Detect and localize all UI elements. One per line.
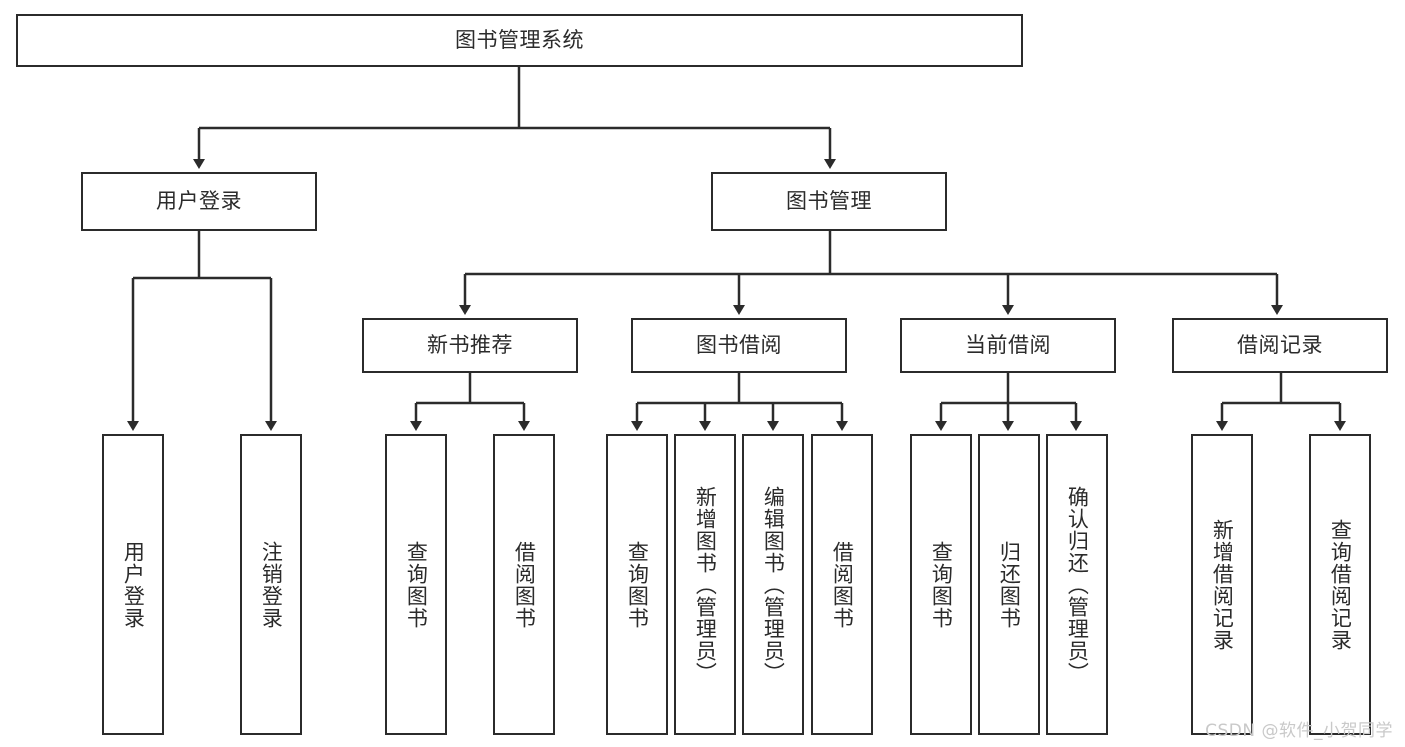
node-leaf-borrow-book-2-label: 借阅图书 xyxy=(830,540,855,629)
node-current-borrow-label: 当前借阅 xyxy=(965,333,1051,358)
node-book-borrow[interactable]: 图书借阅 xyxy=(631,318,847,373)
node-leaf-query-record[interactable]: 查询借阅记录 xyxy=(1309,434,1371,735)
node-leaf-logout-login[interactable]: 注销登录 xyxy=(240,434,302,735)
node-leaf-add-record[interactable]: 新增借阅记录 xyxy=(1191,434,1253,735)
node-leaf-query-book-1[interactable]: 查询图书 xyxy=(385,434,447,735)
node-book-manage[interactable]: 图书管理 xyxy=(711,172,947,231)
node-leaf-edit-book[interactable]: 编辑图书（管理员） xyxy=(742,434,804,735)
node-leaf-logout-login-label: 注销登录 xyxy=(259,540,284,629)
node-leaf-return-book[interactable]: 归还图书 xyxy=(978,434,1040,735)
node-leaf-query-book-3-label: 查询图书 xyxy=(929,540,954,629)
node-leaf-add-record-label: 新增借阅记录 xyxy=(1210,518,1235,651)
node-leaf-confirm-return[interactable]: 确认归还（管理员） xyxy=(1046,434,1108,735)
node-root[interactable]: 图书管理系统 xyxy=(16,14,1023,67)
node-book-manage-label: 图书管理 xyxy=(786,189,872,214)
node-leaf-query-record-label: 查询借阅记录 xyxy=(1328,518,1353,651)
node-book-borrow-label: 图书借阅 xyxy=(696,333,782,358)
watermark: CSDN @软件_小贺同学 xyxy=(1205,721,1393,741)
node-leaf-return-book-label: 归还图书 xyxy=(997,540,1022,629)
node-leaf-query-book-2-label: 查询图书 xyxy=(625,540,650,629)
node-leaf-add-book[interactable]: 新增图书（管理员） xyxy=(674,434,736,735)
node-leaf-user-login[interactable]: 用户登录 xyxy=(102,434,164,735)
node-current-borrow[interactable]: 当前借阅 xyxy=(900,318,1116,373)
node-borrow-record-label: 借阅记录 xyxy=(1237,333,1323,358)
node-user-login-label: 用户登录 xyxy=(156,189,242,214)
node-leaf-query-book-2[interactable]: 查询图书 xyxy=(606,434,668,735)
node-leaf-user-login-label: 用户登录 xyxy=(121,540,146,629)
node-new-book-rec[interactable]: 新书推荐 xyxy=(362,318,578,373)
node-user-login[interactable]: 用户登录 xyxy=(81,172,317,231)
node-leaf-query-book-1-label: 查询图书 xyxy=(404,540,429,629)
node-root-label: 图书管理系统 xyxy=(455,28,584,53)
node-new-book-rec-label: 新书推荐 xyxy=(427,333,513,358)
node-leaf-borrow-book-2[interactable]: 借阅图书 xyxy=(811,434,873,735)
node-leaf-query-book-3[interactable]: 查询图书 xyxy=(910,434,972,735)
node-leaf-borrow-book-1[interactable]: 借阅图书 xyxy=(493,434,555,735)
node-leaf-edit-book-label: 编辑图书（管理员） xyxy=(761,485,786,684)
node-borrow-record[interactable]: 借阅记录 xyxy=(1172,318,1388,373)
node-leaf-add-book-label: 新增图书（管理员） xyxy=(693,485,718,684)
node-leaf-confirm-return-label: 确认归还（管理员） xyxy=(1065,485,1090,684)
node-leaf-borrow-book-1-label: 借阅图书 xyxy=(512,540,537,629)
